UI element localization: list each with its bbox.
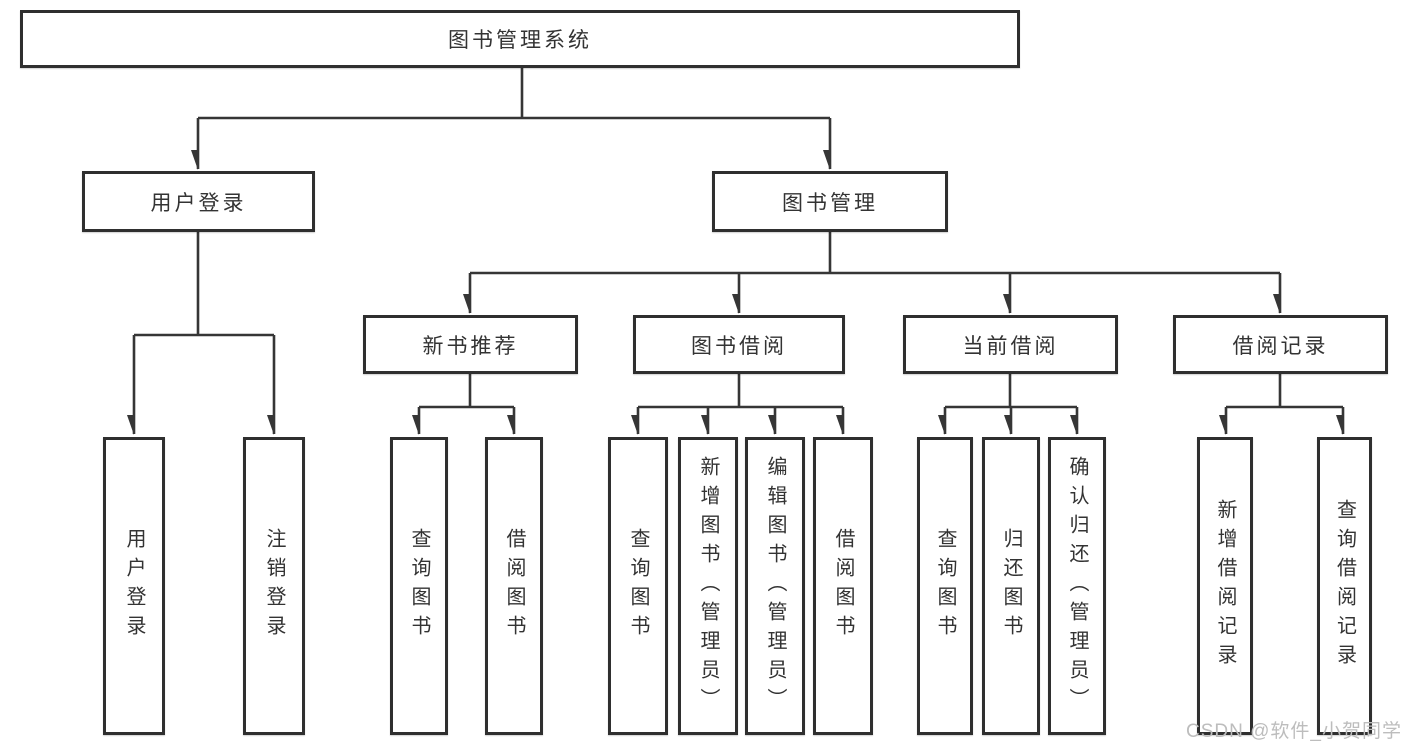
- node-new-book-recommend-label: 新书推荐: [422, 334, 519, 358]
- leaf-borrow-books-2-label: 借阅图书: [832, 528, 854, 644]
- leaf-logout: 注销登录: [243, 437, 305, 735]
- leaf-logout-label: 注销登录: [263, 528, 285, 644]
- node-new-book-recommend: 新书推荐: [363, 315, 578, 374]
- node-borrow-records: 借阅记录: [1173, 315, 1388, 374]
- leaf-borrow-books-1: 借阅图书: [485, 437, 543, 735]
- leaf-query-borrow-record-label: 查询借阅记录: [1333, 499, 1356, 673]
- leaf-add-borrow-record-label: 新增借阅记录: [1214, 499, 1236, 673]
- leaf-query-books-3-label: 查询图书: [934, 528, 956, 644]
- leaf-user-login-label: 用户登录: [123, 528, 145, 644]
- leaf-query-books-3: 查询图书: [917, 437, 973, 735]
- leaf-confirm-return-admin: 确认归还（管理员）: [1048, 437, 1106, 735]
- leaf-add-borrow-record: 新增借阅记录: [1197, 437, 1253, 735]
- node-user-login: 用户登录: [82, 171, 315, 232]
- node-book-borrow-label: 图书借阅: [691, 334, 787, 358]
- node-root: 图书管理系统: [20, 10, 1020, 68]
- node-user-login-label: 用户登录: [150, 191, 247, 215]
- node-current-borrow-label: 当前借阅: [962, 334, 1059, 358]
- leaf-confirm-return-admin-label: 确认归还（管理员）: [1066, 455, 1088, 717]
- leaf-borrow-books-2: 借阅图书: [813, 437, 873, 735]
- leaf-query-books-1-label: 查询图书: [408, 528, 430, 644]
- leaf-edit-books-admin-label: 编辑图书（管理员）: [764, 455, 786, 717]
- leaf-add-books-admin-label: 新增图书（管理员）: [697, 455, 719, 717]
- node-root-label: 图书管理系统: [448, 29, 592, 52]
- leaf-edit-books-admin: 编辑图书（管理员）: [745, 437, 805, 735]
- leaf-query-books-1: 查询图书: [390, 437, 448, 735]
- node-book-management: 图书管理: [712, 171, 948, 232]
- node-borrow-records-label: 借阅记录: [1232, 334, 1329, 358]
- leaf-user-login: 用户登录: [103, 437, 165, 735]
- csdn-watermark: CSDN @软件_小贺同学: [1186, 721, 1402, 742]
- leaf-return-books-label: 归还图书: [1000, 528, 1022, 644]
- leaf-query-books-2: 查询图书: [608, 437, 668, 735]
- leaf-query-borrow-record: 查询借阅记录: [1317, 437, 1372, 735]
- leaf-return-books: 归还图书: [982, 437, 1040, 735]
- leaf-add-books-admin: 新增图书（管理员）: [678, 437, 738, 735]
- node-book-management-label: 图书管理: [782, 191, 878, 215]
- node-current-borrow: 当前借阅: [903, 315, 1118, 374]
- node-book-borrow: 图书借阅: [633, 315, 845, 374]
- leaf-query-books-2-label: 查询图书: [627, 528, 649, 644]
- leaf-borrow-books-1-label: 借阅图书: [503, 528, 525, 644]
